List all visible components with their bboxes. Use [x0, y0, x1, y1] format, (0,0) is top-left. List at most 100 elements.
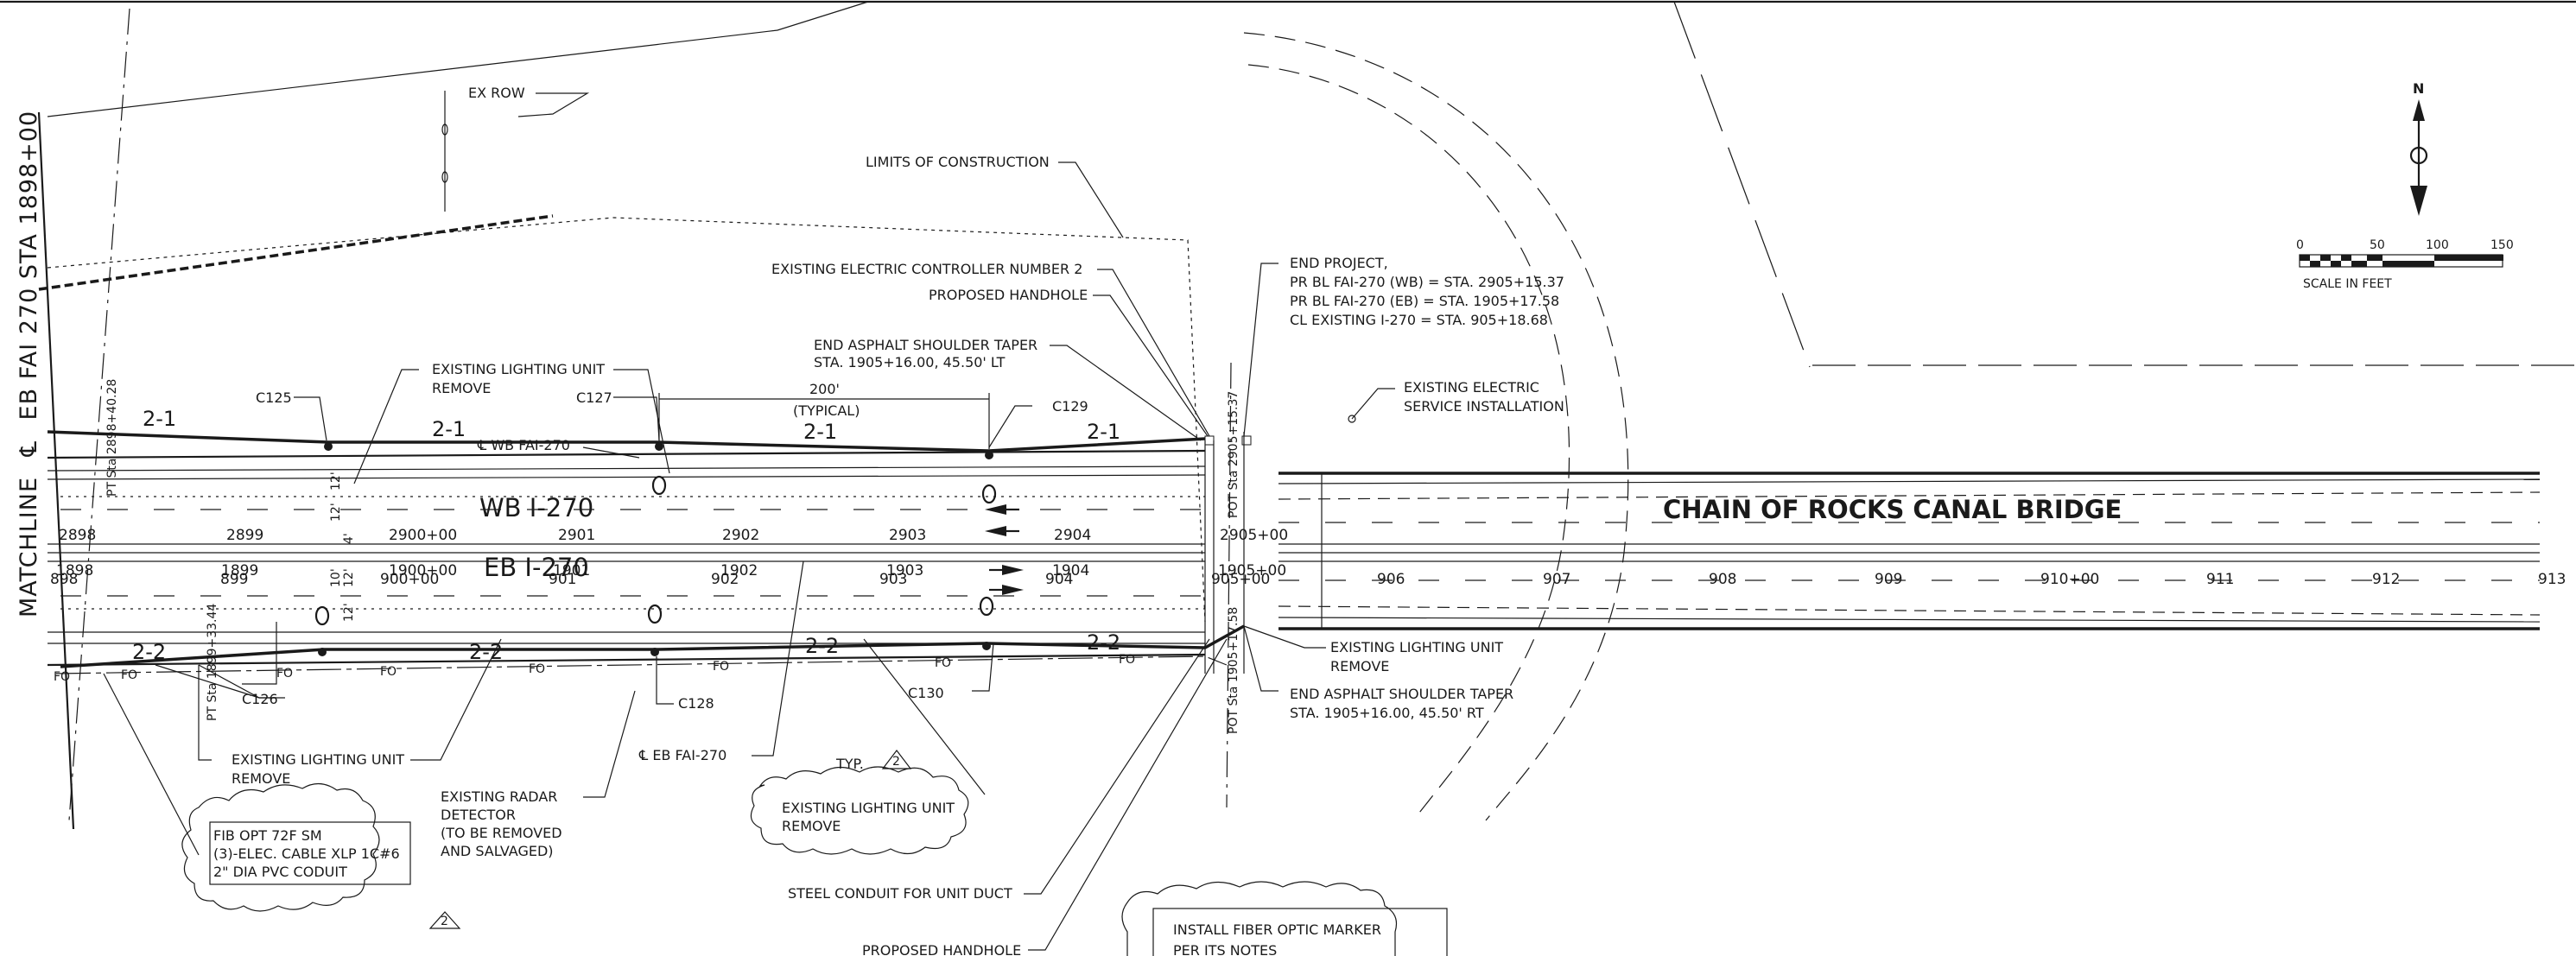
fiber-note-line1: FIB OPT 72F SM: [213, 827, 322, 844]
marker-note-line2: PER ITS NOTES: [1173, 942, 1277, 956]
scale-tick-150: 150: [2490, 238, 2514, 252]
fiber-optic-run: [55, 655, 1228, 674]
callout-electric-service-line2: SERVICE INSTALLATION: [1404, 398, 1564, 415]
centerline-vertical-dashdot: [68, 8, 130, 821]
station-label: 910+00: [2040, 571, 2099, 588]
fo-tag: FO: [54, 670, 70, 684]
lane-width-label: 12': [329, 503, 343, 522]
circuit-2-2-run: [60, 624, 1245, 668]
callout-lighting-unit-right-line1: EXISTING LIGHTING UNIT: [1330, 639, 1503, 655]
unit-label-c128: C128: [678, 695, 714, 712]
row-line-right: [1673, 1, 1811, 368]
scale-bar: [2299, 254, 2503, 268]
north-arrow-label: N: [2413, 80, 2424, 97]
callout-lighting-unit-cloud-line1: EXISTING LIGHTING UNIT: [782, 800, 955, 816]
pot-station-eb: POT Sta 1905+17.58: [1227, 607, 1240, 734]
station-label: 905+00: [1211, 571, 1270, 588]
matchline-label: MATCHLINE ℄ EB FAI 270 STA 1898+00: [16, 111, 42, 617]
callout-lighting-unit-top-line1: EXISTING LIGHTING UNIT: [432, 361, 605, 377]
misc-symbols: [441, 91, 1356, 446]
callout-lighting-unit-bl-line1: EXISTING LIGHTING UNIT: [232, 751, 404, 768]
station-label: 1903: [886, 562, 923, 579]
callout-steel-conduit: STEEL CONDUIT FOR UNIT DUCT: [788, 885, 1012, 902]
callout-eb-baseline: ℄ EB FAI-270: [638, 747, 726, 763]
marker-note-box: [1152, 908, 1448, 956]
station-label: 901: [549, 571, 576, 588]
station-label: 909: [1875, 571, 1902, 588]
lane-width-label: 12': [342, 568, 356, 587]
revision-number: 2: [441, 915, 448, 928]
station-label: 900+00: [380, 571, 439, 588]
fiber-note-line3: 2" DIA PVC CODUIT: [213, 864, 347, 880]
callout-limits-of-construction: LIMITS OF CONSTRUCTION: [866, 154, 1050, 170]
revision-delta-icon: [881, 750, 912, 769]
circuit-label-2-1: 2-1: [803, 420, 837, 444]
dimension-typical-note: (TYPICAL): [793, 402, 860, 419]
scale-tick-100: 100: [2426, 238, 2449, 252]
end-project-note: END PROJECT, PR BL FAI-270 (WB) = STA. 2…: [1290, 255, 1564, 328]
revision-cloud-marker: [1121, 881, 1398, 956]
lane-width-label: 4': [342, 533, 356, 544]
station-label: 906: [1377, 571, 1405, 588]
callout-taper-lt-line1: END ASPHALT SHOULDER TAPER: [814, 337, 1037, 353]
station-label: 907: [1543, 571, 1570, 588]
callout-proposed-handhole: PROPOSED HANDHOLE: [929, 287, 1088, 303]
callout-wb-baseline: ℄ WB FAI-270: [477, 437, 570, 453]
fo-tag: FO: [121, 668, 137, 682]
svg-text:EXISTING RADAR: EXISTING RADAR: [441, 788, 557, 805]
bridge-name: CHAIN OF ROCKS CANAL BRIDGE: [1663, 495, 2122, 524]
callout-electric-controller: EXISTING ELECTRIC CONTROLLER NUMBER 2: [771, 261, 1082, 277]
callout-proposed-handhole-bottom: PROPOSED HANDHOLE: [862, 942, 1021, 956]
pot-station-wb: POT Sta 2905+15.37: [1227, 391, 1240, 518]
station-label: 1899: [221, 562, 258, 579]
marker-note-line1: INSTALL FIBER OPTIC MARKER: [1173, 921, 1381, 938]
fo-tag: FO: [276, 667, 293, 681]
station-label: 899: [220, 571, 248, 588]
ex-row-line: [38, 214, 554, 291]
station-label: 908: [1709, 571, 1736, 588]
station-label: 913: [2538, 571, 2566, 588]
callout-lighting-unit-right-line2: REMOVE: [1330, 658, 1389, 674]
station-label: 898: [50, 571, 78, 588]
fo-tag: FO: [935, 656, 951, 670]
revision-cloud-fiber: [181, 782, 380, 912]
circuit-label-2-1: 2-1: [432, 417, 466, 441]
station-label: 1904: [1052, 562, 1089, 579]
fiber-note-box: [209, 821, 411, 885]
fiber-optic-tags: FO FO FO FO FO FO FO FO: [54, 653, 1135, 684]
svg-text:PR BL FAI-270 (EB) = STA. 1905: PR BL FAI-270 (EB) = STA. 1905+17.58: [1290, 293, 1559, 309]
cl-station-labels: 898 899 900+00 901 902 903 904 905+00 90…: [50, 571, 2566, 588]
scale-tick-50: 50: [2370, 238, 2385, 252]
station-label: 2902: [722, 527, 759, 544]
unit-label-c126: C126: [242, 691, 278, 707]
revision-number: 2: [892, 755, 900, 769]
limits-of-construction-line: [47, 217, 1206, 623]
circuit-label-2-2: 2-2: [132, 640, 166, 664]
lane-width-label: 12': [342, 603, 356, 622]
station-label: 904: [1045, 571, 1073, 588]
lane-width-label: 12': [329, 472, 343, 491]
arc-inner: [1247, 64, 1570, 817]
station-label: 2898: [59, 527, 96, 544]
station-label: 912: [2372, 571, 2400, 588]
svg-text:(TO BE REMOVED: (TO BE REMOVED: [441, 825, 562, 841]
road-label-eb: EB I-270: [484, 553, 589, 582]
light-pole-symbols: [314, 442, 997, 656]
callout-typ: TYP.: [835, 756, 864, 772]
station-label: 902: [711, 571, 739, 588]
station-label: 2905+00: [1220, 527, 1288, 544]
callout-radar-detector: EXISTING RADAR DETECTOR (TO BE REMOVED A…: [441, 788, 562, 859]
unit-label-c130: C130: [908, 685, 944, 701]
callout-leaders: [103, 92, 1395, 951]
callout-lighting-unit-top-line2: REMOVE: [432, 380, 491, 396]
fo-tag: FO: [380, 665, 397, 679]
circuit-label-2-2: 2-2: [805, 634, 839, 658]
station-label: 2903: [889, 527, 926, 544]
fiber-note-line2: (3)-ELEC. CABLE XLP 1C#6: [213, 845, 400, 862]
station-label: 2899: [226, 527, 263, 544]
fo-tag: FO: [713, 660, 729, 674]
unit-label-c129: C129: [1052, 398, 1088, 415]
row-line-upper: [47, 1, 869, 117]
